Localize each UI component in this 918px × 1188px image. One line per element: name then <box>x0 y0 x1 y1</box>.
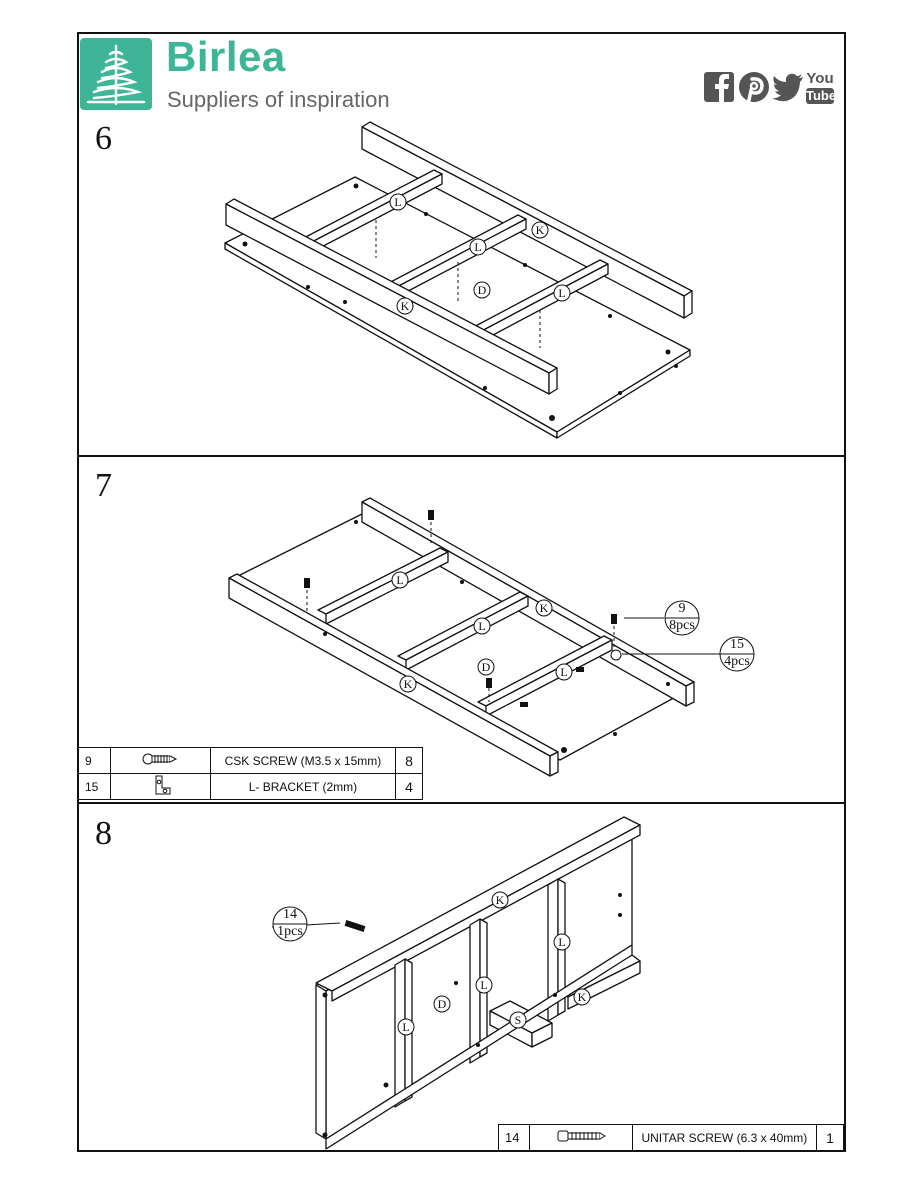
step-7-parts-table: 9 CSK SCREW (M3.5 x 15mm) 8 15 L- BRACKE… <box>78 747 423 800</box>
part-quantity: 4 <box>395 773 423 800</box>
callout-quantity: 4pcs <box>724 654 750 669</box>
brand-tagline: Suppliers of inspiration <box>167 87 390 112</box>
callout-part-number: 9 <box>678 601 686 616</box>
part-label: L <box>402 1020 409 1034</box>
part-label: L <box>558 286 565 300</box>
part-number: 14 <box>498 1124 530 1151</box>
part-callout-9: 9 8pcs <box>664 600 700 636</box>
part-callout-15: 15 4pcs <box>719 636 755 672</box>
step-7-diagram: L L L K K D <box>228 497 722 777</box>
part-description: CSK SCREW (M3.5 x 15mm) <box>209 747 397 774</box>
part-description: UNITAR SCREW (6.3 x 40mm) <box>631 1124 818 1151</box>
part-description: L- BRACKET (2mm) <box>209 773 397 800</box>
callout-part-number: 15 <box>730 637 744 652</box>
part-label: K <box>401 299 410 313</box>
step-6-diagram: L L L K K D <box>224 121 693 439</box>
callout-quantity: 1pcs <box>277 924 303 939</box>
facebook-icon[interactable] <box>704 70 736 106</box>
part-quantity: 8 <box>395 747 423 774</box>
youtube-top-label: You <box>806 70 834 87</box>
instruction-sheet <box>77 32 846 1152</box>
pinterest-icon[interactable] <box>737 70 771 106</box>
step-number: 8 <box>95 815 112 852</box>
twitter-icon[interactable] <box>771 70 805 106</box>
part-label: D <box>482 660 491 674</box>
part-label: K <box>540 601 549 615</box>
l-bracket-icon <box>109 773 211 800</box>
part-label: L <box>558 935 565 949</box>
callout-quantity: 8pcs <box>669 618 695 633</box>
part-label: K <box>496 893 505 907</box>
youtube-icon[interactable]: You Tube <box>806 70 837 108</box>
part-label: K <box>404 677 413 691</box>
step-number: 7 <box>95 467 112 504</box>
part-number: 9 <box>78 747 111 774</box>
part-number: 15 <box>78 773 111 800</box>
part-label: L <box>560 665 567 679</box>
part-callout-14: 14 1pcs <box>272 906 308 942</box>
section-divider <box>77 455 846 457</box>
part-label: S <box>515 1013 522 1027</box>
part-label: D <box>438 997 447 1011</box>
part-label: K <box>578 990 587 1004</box>
part-label: L <box>394 195 401 209</box>
step-number: 6 <box>95 120 112 157</box>
part-label: L <box>474 240 481 254</box>
part-label: L <box>480 978 487 992</box>
part-quantity: 1 <box>816 1124 844 1151</box>
brand-name: Birlea <box>166 33 286 80</box>
section-divider <box>77 802 846 804</box>
callout-part-number: 14 <box>283 907 297 922</box>
birlea-tree-logo-icon <box>80 38 152 110</box>
part-label: D <box>478 283 487 297</box>
table-row: 14 UNITAR SCREW (6.3 x 40mm) 1 <box>498 1124 844 1151</box>
screw-icon <box>109 747 211 774</box>
step-8-parts-table: 14 UNITAR SCREW (6.3 x 40mm) 1 <box>498 1124 844 1151</box>
part-label: L <box>396 573 403 587</box>
table-row: 9 CSK SCREW (M3.5 x 15mm) 8 <box>78 747 423 774</box>
part-label: K <box>536 223 545 237</box>
table-row: 15 L- BRACKET (2mm) 4 <box>78 773 423 800</box>
part-label: L <box>478 619 485 633</box>
unitar-screw-icon <box>528 1124 633 1151</box>
youtube-bottom-label: Tube <box>806 88 837 104</box>
step-8-diagram: K K L L L D S <box>271 816 641 1150</box>
